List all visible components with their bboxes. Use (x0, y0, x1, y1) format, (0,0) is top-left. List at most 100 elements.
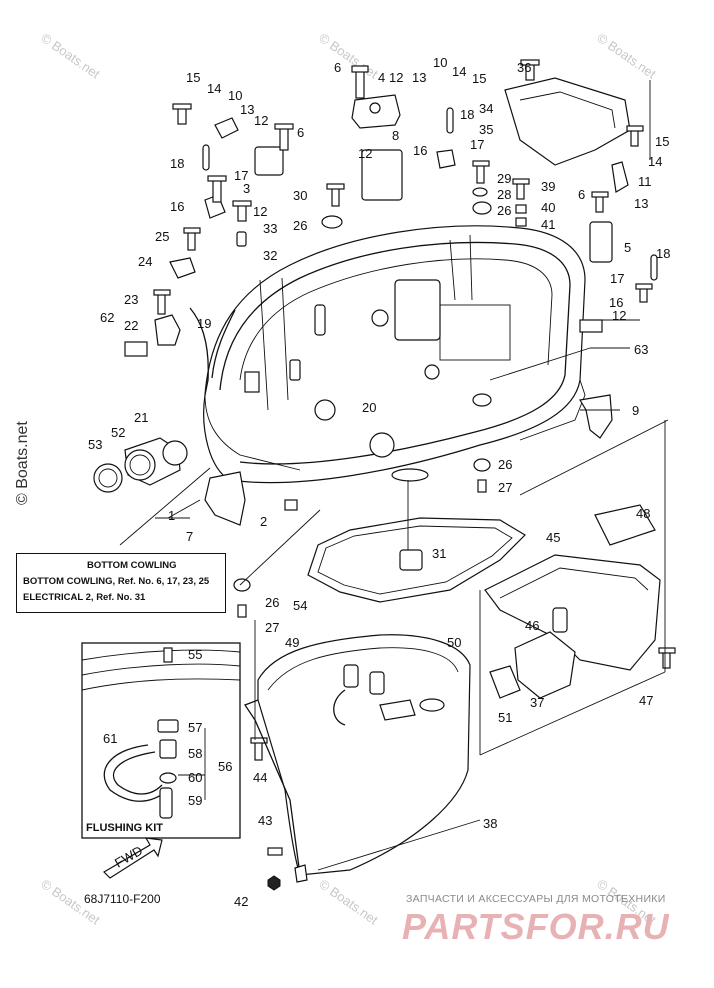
diagram-code: 68J7110-F200 (84, 892, 161, 906)
callout-50: 50 (447, 635, 461, 650)
callout-39: 39 (541, 179, 555, 194)
callout-18b: 18 (460, 107, 474, 122)
callout-13: 13 (240, 102, 254, 117)
callout-38: 38 (483, 816, 497, 831)
callout-59: 59 (188, 793, 202, 808)
seal-part (307, 517, 526, 603)
callout-33: 33 (263, 221, 277, 236)
note-line-1: BOTTOM COWLING, Ref. No. 6, 17, 23, 25 (23, 576, 210, 587)
callout-42: 42 (234, 894, 248, 909)
callout-60: 60 (188, 770, 202, 785)
callout-10b: 10 (433, 55, 447, 70)
callout-18c: 18 (656, 246, 670, 261)
callout-55: 55 (188, 647, 202, 662)
callout-6: 6 (334, 60, 341, 75)
watermark: © Boats.net (316, 876, 381, 928)
callout-11: 11 (638, 174, 652, 189)
shop-tagline: ЗАПЧАСТИ И АКСЕССУАРЫ ДЛЯ МОТОТЕХНИКИ (406, 893, 666, 905)
callout-24: 24 (138, 254, 152, 269)
callout-54: 54 (293, 598, 307, 613)
callout-53: 53 (88, 437, 102, 452)
callout-52: 52 (111, 425, 125, 440)
callout-19: 19 (197, 316, 211, 331)
callout-8: 8 (392, 128, 399, 143)
upper-small-parts (93, 77, 631, 526)
callout-12d: 12 (358, 146, 372, 161)
callout-12e: 12 (612, 308, 626, 323)
callout-3: 3 (243, 181, 250, 196)
callout-35: 35 (479, 122, 493, 137)
callout-4: 4 (378, 70, 385, 85)
callout-29: 29 (497, 171, 511, 186)
callout-7: 7 (186, 529, 193, 544)
callout-62: 62 (100, 310, 114, 325)
callout-63: 63 (634, 342, 648, 357)
callout-30: 30 (293, 188, 307, 203)
flushing-kit-box (81, 642, 241, 839)
callout-17c: 17 (610, 271, 624, 286)
callout-16b: 16 (413, 143, 427, 158)
copyright-label: © Boats.net (14, 421, 31, 505)
callout-14b: 14 (452, 64, 466, 79)
callout-41: 41 (541, 217, 555, 232)
callout-17: 17 (234, 168, 248, 183)
note-title: BOTTOM COWLING (87, 560, 177, 571)
callout-14c: 14 (648, 154, 662, 169)
callout-32: 32 (263, 248, 277, 263)
callout-28: 28 (497, 187, 511, 202)
leader-lines (119, 80, 669, 871)
callout-46: 46 (525, 618, 539, 633)
callout-13b: 13 (412, 70, 426, 85)
callout-26: 26 (293, 218, 307, 233)
callout-27b: 27 (265, 620, 279, 635)
callout-labels: 1 2 3 4 5 6 6 6 7 8 9 10 10 11 12 12 12 … (88, 55, 670, 909)
callout-2: 2 (260, 514, 267, 529)
watermark: © Boats.net (38, 30, 103, 82)
callout-1: 1 (168, 508, 175, 523)
fwd-arrow-icon: FWD (103, 837, 163, 879)
callout-48: 48 (636, 506, 650, 521)
callout-26b: 26 (497, 203, 511, 218)
fasteners (153, 59, 676, 891)
callout-22: 22 (124, 318, 138, 333)
callout-40: 40 (541, 200, 555, 215)
callout-13c: 13 (634, 196, 648, 211)
watermark: © Boats.net (594, 30, 659, 82)
callout-12c: 12 (389, 70, 403, 85)
callout-57: 57 (188, 720, 202, 735)
callout-6b: 6 (297, 125, 304, 140)
callout-21: 21 (134, 410, 148, 425)
callout-10: 10 (228, 88, 242, 103)
callout-18: 18 (170, 156, 184, 171)
callout-6c: 6 (578, 187, 585, 202)
note-box: BOTTOM COWLING BOTTOM COWLING, Ref. No. … (16, 553, 226, 613)
bracket-part (484, 504, 661, 699)
callout-16c: 16 (609, 295, 623, 310)
callout-58: 58 (188, 746, 202, 761)
callout-34: 34 (479, 101, 493, 116)
callout-15: 15 (186, 70, 200, 85)
callout-56: 56 (218, 759, 232, 774)
callout-31: 31 (432, 546, 446, 561)
callout-49: 49 (285, 635, 299, 650)
callout-5: 5 (624, 240, 631, 255)
callout-27: 27 (498, 480, 512, 495)
callout-61: 61 (103, 731, 117, 746)
lower-case-part (244, 634, 471, 883)
callout-37: 37 (530, 695, 544, 710)
bottom-cowling-part (203, 225, 586, 484)
callout-15c: 15 (655, 134, 669, 149)
callout-43: 43 (258, 813, 272, 828)
callout-20: 20 (362, 400, 376, 415)
flushing-kit-label: FLUSHING KIT (86, 822, 163, 834)
callout-44: 44 (253, 770, 267, 785)
callout-25: 25 (155, 229, 169, 244)
callout-15b: 15 (472, 71, 486, 86)
callout-14: 14 (207, 81, 221, 96)
note-line-2: ELECTRICAL 2, Ref. No. 31 (23, 592, 146, 603)
shop-logo[interactable]: PARTSFOR.RU (402, 906, 670, 947)
callout-17b: 17 (470, 137, 484, 152)
callout-26c: 26 (498, 457, 512, 472)
callout-9: 9 (632, 403, 639, 418)
